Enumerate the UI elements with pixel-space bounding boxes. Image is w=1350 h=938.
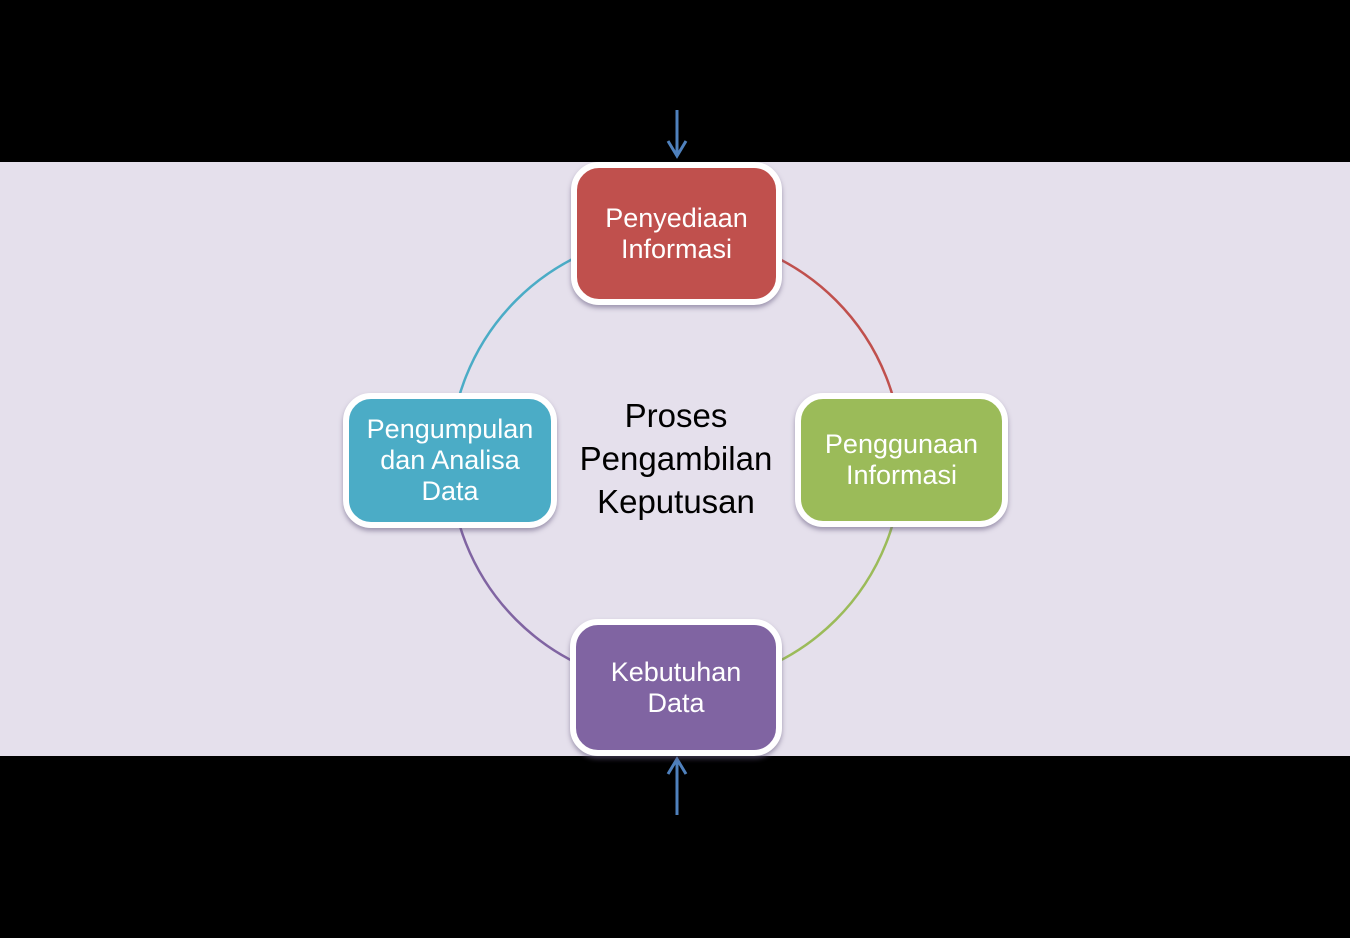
- arrow-up-head-icon: [666, 756, 688, 775]
- arrow-down-head-icon: [666, 140, 688, 159]
- node-penyediaan-informasi: Penyediaan Informasi: [571, 162, 782, 305]
- node-kebutuhan-data: Kebutuhan Data: [570, 619, 782, 756]
- node-label-line: Informasi: [845, 460, 958, 490]
- node-label-line: Kebutuhan: [610, 656, 742, 687]
- arrow-down-into-top-node: [666, 110, 688, 159]
- node-label-line: Data: [421, 476, 479, 506]
- node-pengumpulan-dan-analisa-data: Pengumpulan dan Analisa Data: [343, 393, 557, 528]
- diagram-title-line: Keputusan: [597, 483, 755, 520]
- node-label-line: Penyediaan: [605, 202, 748, 233]
- arrow-up-into-bottom-node: [666, 756, 688, 815]
- node-penggunaan-informasi: Penggunaan Informasi: [795, 393, 1008, 527]
- diagram-title-line: Pengambilan: [579, 440, 773, 477]
- node-label-line: Informasi: [620, 233, 733, 264]
- node-label-line: Penggunaan: [824, 429, 979, 459]
- node-label-line: dan Analisa: [380, 445, 520, 475]
- node-label-line: Data: [647, 687, 705, 718]
- diagram-title-line: Proses: [624, 397, 728, 434]
- node-label-line: Pengumpulan: [366, 414, 534, 444]
- diagram-title: Proses Pengambilan Keputusan: [546, 394, 806, 523]
